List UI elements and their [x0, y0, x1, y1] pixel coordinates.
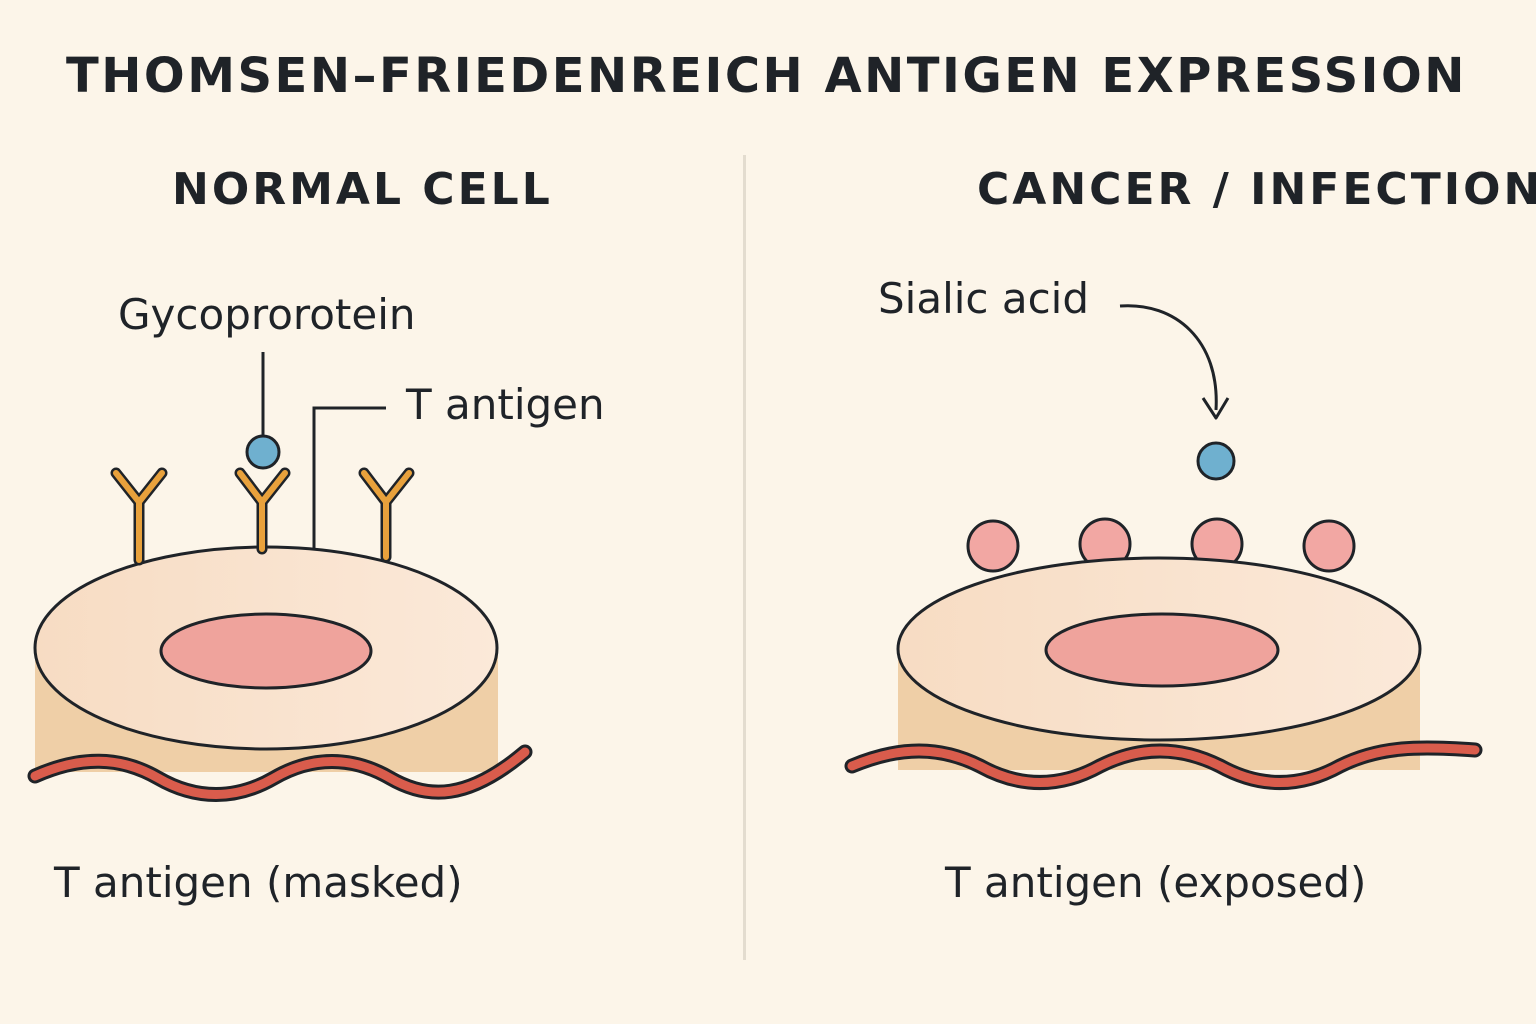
masking-sialic-acid [245, 434, 281, 470]
cancer-cell-nucleus [1044, 612, 1280, 688]
glycoprotein-y-2 [234, 467, 291, 555]
normal-membrane-wave-fill [30, 747, 530, 799]
glycoprotein-label: Gycoprorotein [118, 290, 416, 339]
glycoprotein-y-1 [110, 467, 168, 566]
page-title: THOMSEN–FRIEDENREICH ANTIGEN EXPRESSION [66, 48, 1467, 104]
glycoprotein-y-3 [358, 467, 415, 563]
normal-cell [27, 352, 533, 802]
cancer-membrane-wave-fill [847, 743, 1480, 787]
cancer-infection-heading: CANCER / INFECTION [977, 164, 1536, 215]
sialic-acid-arrow [1119, 304, 1218, 411]
t-antigen-leader-line [312, 406, 386, 548]
masked-caption: T antigen (masked) [54, 858, 463, 907]
normal-cell-nucleus [159, 612, 373, 690]
exposed-t-antigen-4 [1302, 519, 1356, 573]
t-antigen-label: T antigen [406, 380, 605, 429]
exposed-caption: T antigen (exposed) [945, 858, 1367, 907]
sialic-acid-arrowhead [1201, 397, 1230, 420]
exposed-t-antigen-1 [966, 519, 1020, 573]
released-sialic-acid [1196, 441, 1236, 481]
cancer-cell [844, 304, 1483, 790]
normal-cell-heading: NORMAL CELL [172, 164, 553, 215]
panel-divider [743, 155, 746, 960]
sialic-acid-label: Sialic acid [878, 274, 1090, 323]
